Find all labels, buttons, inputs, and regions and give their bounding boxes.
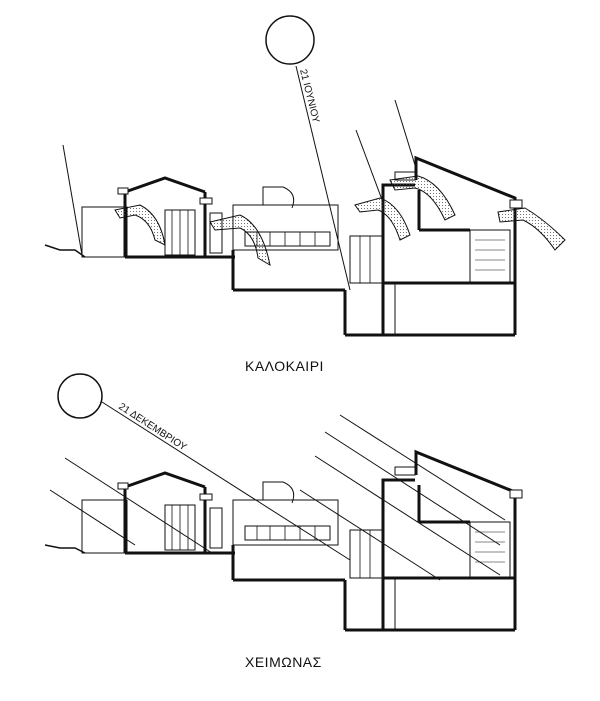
central-pavilion (231, 186, 347, 300)
central-pavilion (231, 481, 347, 590)
ground-line (44, 544, 86, 554)
winter-ray (64, 457, 213, 554)
sun-icon (57, 373, 103, 419)
left-house (81, 176, 235, 259)
winter-ray (314, 455, 501, 576)
summer-caption: ΚΑΛΟΚΑΙΡΙ (245, 358, 324, 374)
sun-ray-line (295, 65, 351, 291)
winter-section: 21 ΔΕΚΕΜΒΡΙΟΥ (44, 373, 523, 632)
right-building (343, 449, 523, 632)
summer-ray (62, 144, 83, 256)
left-house (81, 471, 235, 555)
winter-caption: ΧΕΙΜΩΝΑΣ (245, 654, 322, 670)
winter-sun-label: 21 ΔΕΚΕΜΒΡΙΟΥ (116, 401, 188, 453)
summer-ray (355, 129, 385, 206)
sun-icon (265, 15, 315, 65)
ground-line (44, 244, 86, 258)
winter-ray (49, 489, 136, 546)
winter-ray (339, 414, 506, 521)
winter-ray (324, 431, 501, 546)
sun-ray-line (101, 401, 351, 561)
ventilation-flows (114, 175, 566, 266)
summer-sun-label: 21 ΙΟΥΝΙΟΥ (297, 68, 321, 124)
summer-section: 21 ΙΟΥΝΙΟΥ (44, 15, 566, 337)
summer-ray (394, 99, 416, 166)
